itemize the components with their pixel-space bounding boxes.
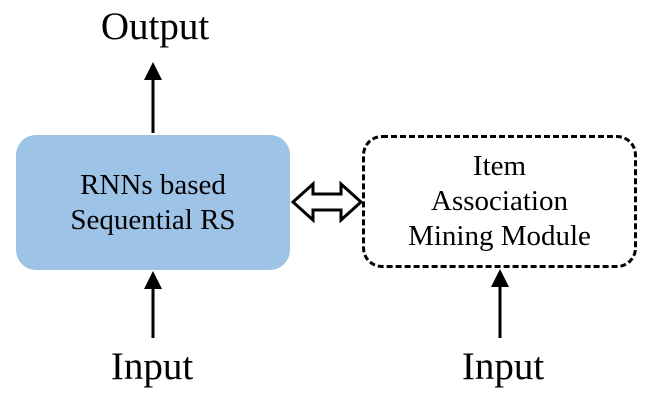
input-label-right: Input	[461, 345, 545, 388]
input-arrow-left	[144, 271, 162, 338]
rnn-sequential-rs-box: RNNs based Sequential RS	[16, 135, 290, 270]
input-label-left: Input	[110, 345, 194, 388]
mining-box-line-1: Item	[472, 150, 527, 182]
input-arrow-right	[491, 269, 509, 338]
bidirectional-arrow	[290, 180, 364, 224]
item-association-mining-module-box: Item Association Mining Module	[362, 135, 637, 268]
rnn-box-line-1: RNNs based	[80, 168, 226, 201]
rnn-box-line-2: Sequential RS	[70, 203, 236, 236]
output-label: Output	[100, 5, 210, 48]
mining-box-line-3: Mining Module	[408, 220, 591, 252]
output-arrow	[144, 62, 162, 133]
mining-box-line-2: Association	[431, 185, 568, 217]
